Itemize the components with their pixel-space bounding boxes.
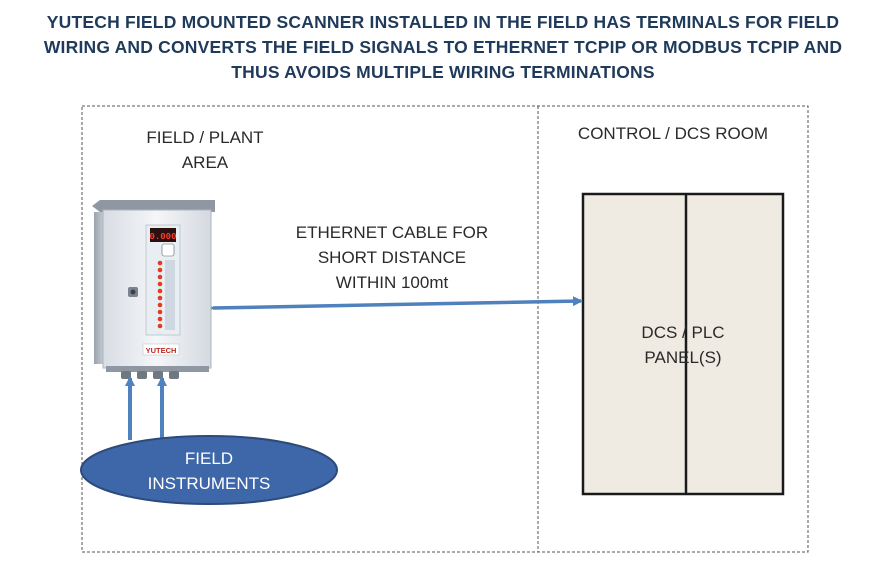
cable-gland: [169, 371, 179, 379]
scanner-brand-text: YUTECH: [146, 346, 177, 355]
ethernet-cable-label: ETHERNET CABLE FOR SHORT DISTANCE WITHIN…: [272, 220, 512, 295]
led: [157, 302, 163, 308]
field-area-line-1: FIELD / PLANT: [146, 128, 264, 147]
field-instruments-label: FIELD INSTRUMENTS: [129, 446, 289, 496]
dcs-plc-panel: [581, 192, 785, 496]
cable-label-line-3: WITHIN 100mt: [335, 273, 449, 292]
instruments-line-2: INSTRUMENTS: [147, 474, 271, 493]
cable-gland: [137, 371, 147, 379]
cable-glands: [121, 371, 179, 379]
instruments-line-1: FIELD: [184, 449, 234, 468]
led: [157, 323, 163, 329]
scanner-cert-mark: [161, 243, 175, 257]
field-scanner-enclosure: [92, 200, 215, 379]
zone-borders: [81, 105, 809, 553]
ethernet-cable-arrow: [204, 296, 583, 314]
led: [157, 295, 163, 301]
cable-label-line-2: SHORT DISTANCE: [317, 248, 467, 267]
led: [157, 316, 163, 322]
scanner-brand-plate: [142, 343, 180, 356]
led: [157, 281, 163, 287]
scanner-led-column: [157, 260, 175, 330]
cable-gland: [153, 371, 163, 379]
scanner-display: [150, 228, 176, 242]
panel-label-line-1: DCS / PLC: [641, 323, 725, 342]
scanner-bottom-plate: [106, 366, 209, 372]
panel-body: [581, 192, 785, 496]
led: [157, 288, 163, 294]
scanner-display-text: 0.000: [149, 232, 176, 242]
field-area-label: FIELD / PLANT AREA: [120, 125, 290, 175]
led: [157, 267, 163, 273]
led: [157, 260, 163, 266]
title-line-3: THUS AVOIDS MULTIPLE WIRING TERMINATIONS: [231, 62, 655, 82]
field-area-line-2: AREA: [181, 153, 229, 172]
led: [157, 309, 163, 315]
field-instruments-ellipse: [80, 435, 338, 505]
scanner-latch-knob: [130, 289, 136, 295]
diagram-title: YUTECH FIELD MOUNTED SCANNER INSTALLED I…: [0, 10, 886, 85]
scanner-side: [94, 212, 104, 364]
title-line-2: WIRING AND CONVERTS THE FIELD SIGNALS TO…: [43, 37, 843, 57]
outer-dashed-border: [81, 105, 809, 553]
scanner-canopy: [92, 200, 215, 212]
cable-gland: [121, 371, 131, 379]
led: [157, 274, 163, 280]
panel-label-line-2: PANEL(S): [644, 348, 722, 367]
panel-label: DCS / PLC PANEL(S): [613, 320, 753, 370]
title-line-1: YUTECH FIELD MOUNTED SCANNER INSTALLED I…: [46, 12, 840, 32]
cable-label-line-1: ETHERNET CABLE FOR: [295, 223, 489, 242]
control-room-label: CONTROL / DCS ROOM: [577, 124, 769, 143]
led-label-strip: [165, 260, 175, 330]
